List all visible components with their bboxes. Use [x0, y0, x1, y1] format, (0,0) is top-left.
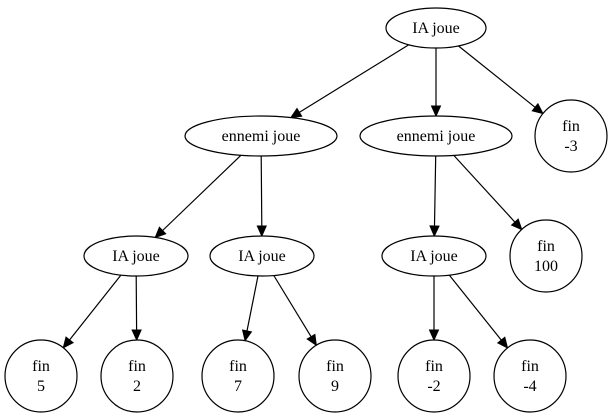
- node-label: fin: [537, 238, 555, 255]
- node-label: -2: [427, 378, 440, 395]
- decision-node-ellipse: [83, 235, 189, 277]
- node-end_4: fin 9: [298, 339, 372, 413]
- node-label: ennemi joue: [222, 128, 301, 145]
- node-end_root: fin -3: [534, 99, 608, 173]
- node-label: IA joue: [112, 248, 160, 265]
- edge-enemy_mid-to-ia_ml: [429, 155, 440, 238]
- edge-line: [453, 154, 516, 223]
- arrowhead: [256, 225, 267, 238]
- arrowhead: [510, 218, 523, 231]
- node-label: ennemi joue: [397, 128, 476, 145]
- terminal-node-circle: [493, 339, 567, 413]
- node-label: -3: [564, 138, 577, 155]
- terminal-node-circle: [201, 339, 275, 413]
- node-end_1: fin 5: [4, 339, 78, 413]
- edge-line: [458, 45, 536, 108]
- node-end_5: fin -2: [397, 339, 471, 413]
- decision-node-ellipse: [381, 235, 487, 277]
- edge-line: [298, 44, 410, 113]
- edge-root-to-end_root: [458, 45, 544, 115]
- arrowhead: [428, 329, 440, 342]
- edge-line: [273, 275, 312, 338]
- terminal-node-circle: [298, 339, 372, 413]
- edge-line: [448, 274, 502, 341]
- node-label: -4: [523, 378, 536, 395]
- edge-root-to-enemy_mid: [430, 48, 442, 118]
- edge-ia_ml-to-end_5: [428, 276, 440, 342]
- edge-line: [246, 275, 259, 332]
- decision-node-ellipse: [184, 115, 338, 157]
- arrowhead: [289, 107, 303, 119]
- node-root: IA joue: [385, 7, 487, 49]
- node-label: 7: [234, 378, 242, 395]
- node-label: fin: [32, 358, 50, 375]
- arrowhead: [496, 336, 509, 349]
- node-label: 2: [133, 378, 141, 395]
- edge-ia_ml-to-end_6: [448, 274, 509, 349]
- node-ia_ml: IA joue: [381, 235, 487, 277]
- node-label: fin: [562, 118, 580, 135]
- node-label: 5: [37, 378, 45, 395]
- arrowhead: [306, 333, 317, 347]
- edge-ia_lr-to-end_4: [273, 275, 317, 347]
- node-end_mr: fin 100: [509, 219, 583, 293]
- node-ia_ll: IA joue: [83, 235, 189, 277]
- decision-node-ellipse: [209, 235, 315, 277]
- node-label: fin: [521, 358, 539, 375]
- node-label: fin: [425, 358, 443, 375]
- node-label: IA joue: [238, 248, 286, 265]
- node-label: IA joue: [412, 20, 460, 37]
- node-label: IA joue: [410, 248, 458, 265]
- decision-node-ellipse: [385, 7, 487, 49]
- terminal-node-circle: [4, 339, 78, 413]
- arrowhead: [131, 329, 142, 342]
- edge-line: [162, 154, 242, 231]
- node-label: 9: [331, 378, 339, 395]
- decision-node-ellipse: [359, 115, 513, 157]
- terminal-node-circle: [509, 219, 583, 293]
- edge-ia_ll-to-end_2: [131, 275, 142, 342]
- node-enemy_mid: ennemi joue: [359, 115, 513, 157]
- edge-line: [260, 155, 263, 227]
- edge-root-to-enemy_left: [289, 44, 410, 119]
- node-label: fin: [326, 358, 344, 375]
- terminal-node-circle: [534, 99, 608, 173]
- edge-enemy_mid-to-end_mr: [453, 154, 523, 231]
- arrowhead: [62, 336, 75, 349]
- node-end_2: fin 2: [100, 339, 174, 413]
- arrowhead: [154, 226, 167, 239]
- node-label: 100: [534, 258, 558, 275]
- edge-ia_lr-to-end_3: [241, 275, 259, 342]
- node-enemy_left: ennemi joue: [184, 115, 338, 157]
- arrowhead: [531, 102, 544, 115]
- arrowhead: [430, 105, 442, 118]
- node-label: fin: [229, 358, 247, 375]
- edge-enemy_left-to-ia_ll: [154, 154, 242, 239]
- arrowhead: [429, 225, 440, 238]
- node-end_3: fin 7: [201, 339, 275, 413]
- arrowhead: [241, 329, 253, 342]
- terminal-node-circle: [397, 339, 471, 413]
- node-end_6: fin -4: [493, 339, 567, 413]
- edge-line: [433, 155, 437, 227]
- node-ia_lr: IA joue: [209, 235, 315, 277]
- node-label: fin: [128, 358, 146, 375]
- terminal-node-circle: [100, 339, 174, 413]
- edge-ia_ll-to-end_1: [62, 274, 122, 349]
- edge-line: [69, 274, 122, 341]
- edge-enemy_left-to-ia_lr: [256, 155, 267, 238]
